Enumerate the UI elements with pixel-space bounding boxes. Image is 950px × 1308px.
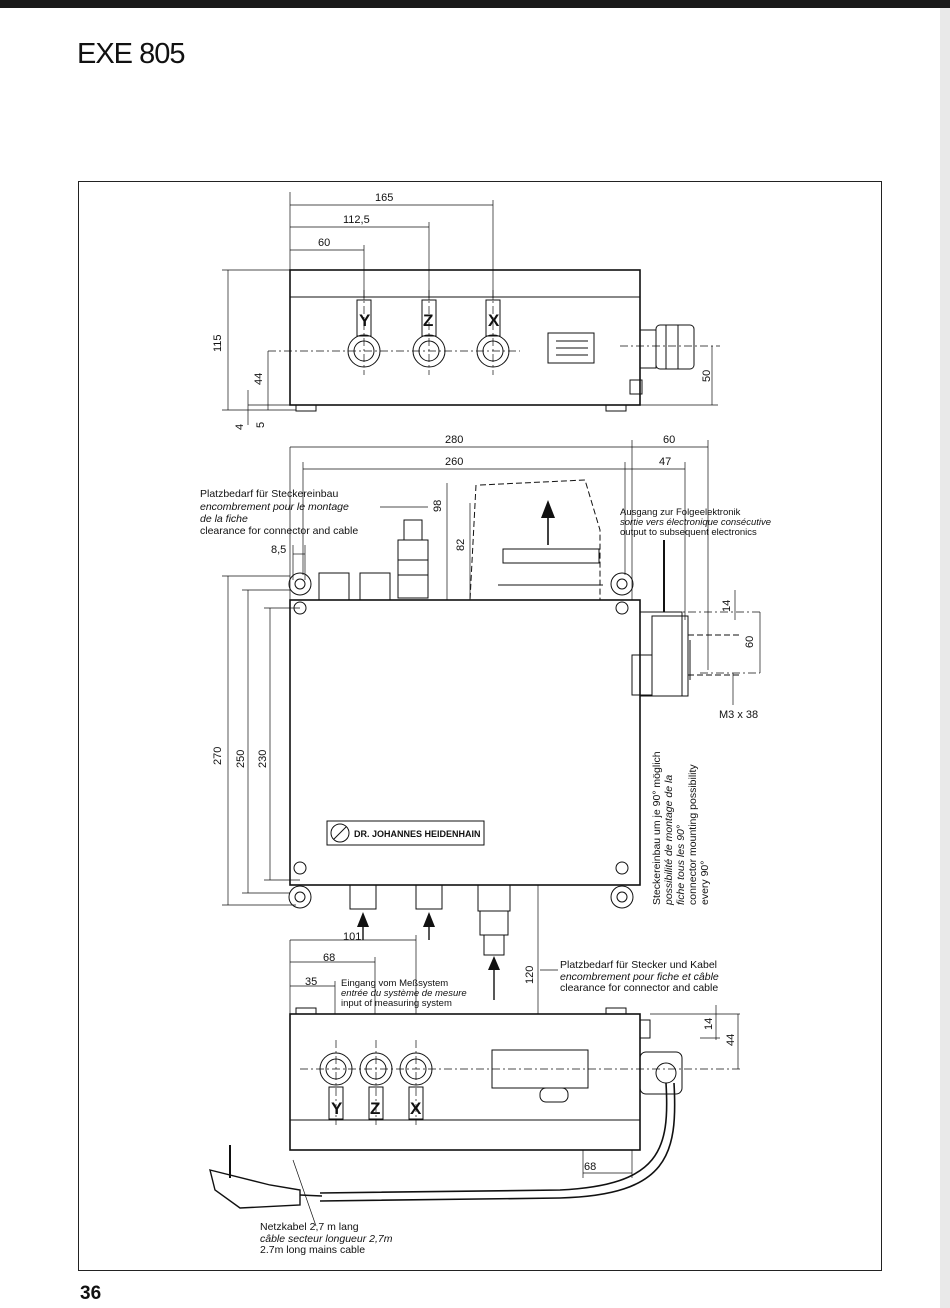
- svg-text:encombrement pour le montage: encombrement pour le montage: [200, 501, 349, 513]
- mains-plug-icon: [209, 1169, 301, 1209]
- screw-label: M3 x 38: [719, 709, 758, 721]
- dim-44-top: 44: [253, 373, 265, 385]
- axis-label-x: X: [488, 311, 500, 330]
- dim-270: 270: [212, 747, 224, 765]
- dim-8-5: 8,5: [271, 544, 286, 556]
- dim-35: 35: [305, 976, 317, 988]
- top-view-housing: [289, 269, 641, 406]
- dim-5: 5: [255, 422, 267, 428]
- arrow-up-icon: [423, 912, 435, 927]
- page-number: 36: [80, 1283, 102, 1304]
- dim-112-5: 112,5: [343, 214, 370, 226]
- arrow-up-icon: [541, 500, 555, 518]
- svg-text:Ausgang zur Folgeelektronik: Ausgang zur Folgeelektronik: [620, 507, 741, 518]
- dim-68-mid: 68: [323, 952, 335, 964]
- axis-label-z: Z: [423, 311, 433, 330]
- note-output: Ausgang zur Folgeelektronik sortie vers …: [620, 507, 771, 538]
- mains-socket: [639, 1051, 683, 1095]
- nameplate-icon: [547, 332, 595, 364]
- axis-label-z-bottom: Z: [370, 1099, 380, 1118]
- heidenhain-logo-icon: [330, 823, 350, 843]
- dim-250: 250: [235, 750, 247, 768]
- dim-14-mid: 14: [721, 600, 733, 612]
- dim-230: 230: [257, 750, 269, 768]
- note-clearance-bottom: Platzbedarf für Stecker und Kabel encomb…: [560, 959, 719, 994]
- axis-label-y: Y: [359, 311, 371, 330]
- dim-115: 115: [212, 334, 224, 352]
- dim-82: 82: [455, 539, 467, 551]
- svg-text:Netzkabel 2,7 m lang: Netzkabel 2,7 m lang: [260, 1221, 359, 1233]
- svg-text:câble secteur longueur 2,7m: câble secteur longueur 2,7m: [260, 1233, 393, 1245]
- top-border: [0, 0, 950, 8]
- dim-44-bottom: 44: [725, 1034, 737, 1046]
- dim-98: 98: [432, 500, 444, 512]
- note-input: Eingang vom Meßsystem entrée du système …: [341, 978, 467, 1009]
- dim-14-bottom: 14: [703, 1018, 715, 1030]
- svg-text:input of measuring system: input of measuring system: [341, 998, 452, 1009]
- dim-280: 280: [445, 434, 463, 446]
- note-clearance-top: Platzbedarf für Steckereinbau encombreme…: [200, 488, 358, 537]
- note-mains: Netzkabel 2,7 m lang câble secteur longu…: [260, 1221, 393, 1256]
- dim-47: 47: [659, 456, 671, 468]
- plan-view: DR. JOHANNES HEIDENHAIN: [212, 434, 761, 1014]
- bottom-view: Y Z X 14 44 6: [209, 1005, 740, 1227]
- plan-view-housing: [289, 599, 641, 886]
- note-rotation: Steckereinbau um je 90° möglich possibil…: [651, 751, 711, 906]
- dim-165: 165: [375, 192, 393, 204]
- drawing-frame: [78, 181, 882, 1271]
- dim-120: 120: [524, 966, 536, 984]
- top-view: 165 112,5 60 115 44 4 5 50 Y Z X: [212, 192, 720, 430]
- dim-260: 260: [445, 456, 463, 468]
- dim-60-mid: 60: [663, 434, 675, 446]
- dim-60-top: 60: [318, 237, 330, 249]
- brand-name: DR. JOHANNES HEIDENHAIN: [354, 829, 481, 839]
- svg-text:de la fiche: de la fiche: [200, 513, 248, 525]
- svg-text:clearance for connector and ca: clearance for connector and cable: [560, 982, 718, 994]
- dim-60-side: 60: [744, 636, 756, 648]
- axis-label-y-bottom: Y: [331, 1099, 343, 1118]
- svg-text:Eingang vom Meßsystem: Eingang vom Meßsystem: [341, 978, 448, 989]
- svg-text:sortie vers électronique consé: sortie vers électronique consécutive: [620, 517, 771, 528]
- dim-50: 50: [701, 370, 713, 382]
- dim-4: 4: [234, 424, 246, 430]
- arrow-up-icon: [488, 956, 500, 970]
- arrow-up-icon: [357, 912, 369, 927]
- svg-text:output to subsequent electroni: output to subsequent electronics: [620, 527, 757, 538]
- output-connector: [629, 324, 695, 395]
- svg-text:entrée du système de mesure: entrée du système de mesure: [341, 988, 467, 999]
- svg-text:fiche tous les 90°: fiche tous les 90°: [675, 825, 687, 905]
- svg-text:connector mounting possibility: connector mounting possibility: [687, 764, 699, 905]
- brand-plate: [326, 820, 485, 846]
- svg-text:Platzbedarf für Steckereinbau: Platzbedarf für Steckereinbau: [200, 488, 338, 500]
- svg-text:Platzbedarf für Stecker und Ka: Platzbedarf für Stecker und Kabel: [560, 959, 717, 971]
- page-title: EXE 805: [77, 38, 185, 70]
- svg-text:2.7m long mains cable: 2.7m long mains cable: [260, 1244, 365, 1256]
- dim-68-bottom: 68: [584, 1161, 596, 1173]
- svg-text:Steckereinbau um je 90° möglic: Steckereinbau um je 90° möglich: [651, 751, 663, 905]
- page-edge: [940, 8, 950, 1308]
- svg-text:clearance for connector and ca: clearance for connector and cable: [200, 525, 358, 537]
- dim-101: 101: [343, 931, 361, 943]
- svg-text:encombrement pour fiche et câb: encombrement pour fiche et câble: [560, 971, 719, 983]
- svg-text:every 90°: every 90°: [699, 861, 711, 905]
- svg-text:possibilité de montage de la: possibilité de montage de la: [663, 775, 675, 906]
